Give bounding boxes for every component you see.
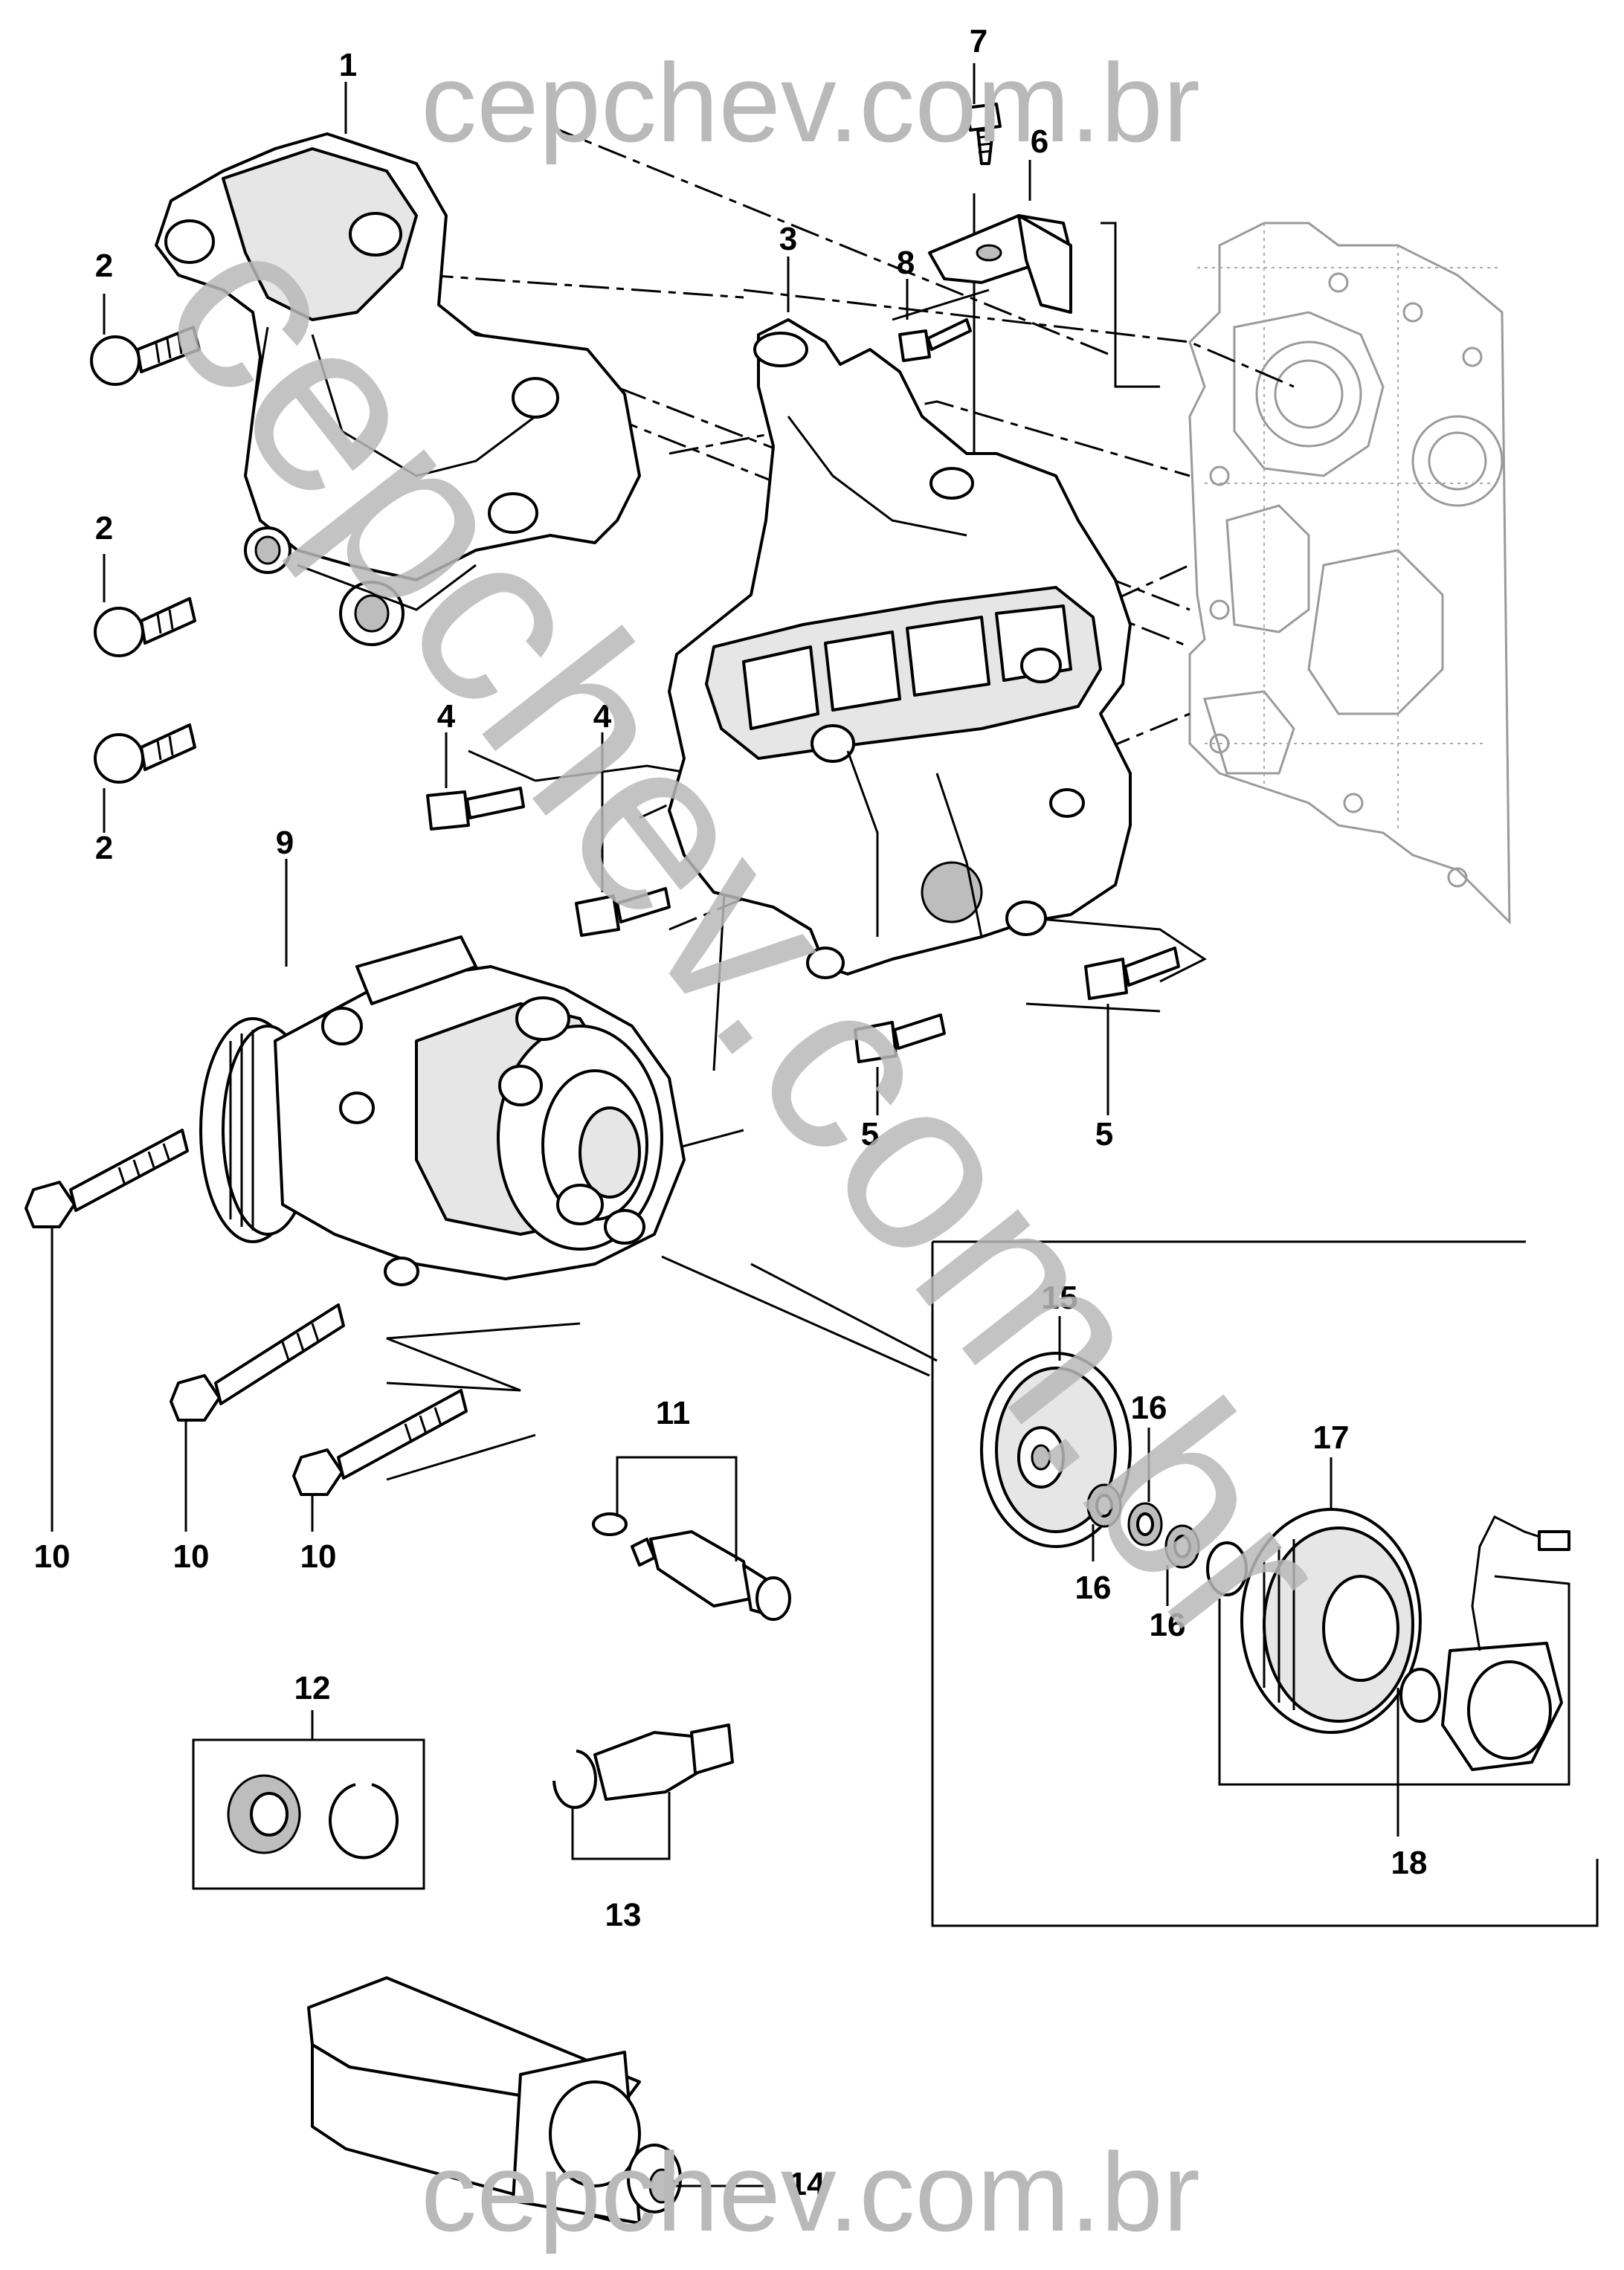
callout-10: 10 bbox=[300, 1538, 337, 1575]
part-8-bolt bbox=[898, 318, 972, 362]
callout-2: 2 bbox=[95, 830, 113, 866]
part-13-relief-valve bbox=[552, 1724, 734, 1860]
part-10-bolts bbox=[25, 1129, 468, 1496]
part-6-clip bbox=[928, 214, 1072, 314]
part-4-bolts bbox=[426, 787, 671, 937]
callout-2: 2 bbox=[95, 510, 113, 546]
bolt-10c bbox=[292, 1389, 468, 1496]
callout-3: 3 bbox=[779, 221, 797, 257]
callout-13: 13 bbox=[605, 1897, 642, 1933]
clutch-detail-frame bbox=[661, 1240, 1599, 1927]
part-3-compressor-bracket bbox=[668, 318, 1132, 979]
part-14-tool bbox=[307, 1976, 682, 2225]
callout-9: 9 bbox=[276, 825, 294, 861]
watermark-bottom: cepchev.com.br bbox=[421, 2129, 1200, 2254]
callout-1: 1 bbox=[339, 47, 357, 83]
callout-16: 16 bbox=[1075, 1570, 1112, 1606]
bolt-2a bbox=[90, 326, 201, 386]
part-1-upper-bracket bbox=[155, 132, 641, 646]
part-18-coil bbox=[1218, 1515, 1570, 1837]
callout-6: 6 bbox=[1031, 123, 1048, 160]
bolt-10b bbox=[170, 1303, 345, 1422]
callout-5: 5 bbox=[861, 1116, 879, 1152]
bolt-2b bbox=[94, 597, 196, 657]
part-11-pressure-switch bbox=[592, 1456, 791, 1621]
callout-2: 2 bbox=[95, 248, 113, 284]
callout-labels: 1 2 2 2 3 4 4 5 5 6 7 8 9 10 10 10 11 12… bbox=[34, 23, 1428, 2202]
part-7-bolt bbox=[965, 103, 1002, 165]
callout-15: 15 bbox=[1042, 1280, 1078, 1316]
callout-leaders bbox=[51, 63, 1333, 2187]
part-12-seal-kit bbox=[192, 1710, 425, 1890]
part-9-compressor bbox=[199, 935, 686, 1286]
callout-11: 11 bbox=[656, 1395, 691, 1431]
callout-5: 5 bbox=[1095, 1116, 1113, 1152]
callout-14: 14 bbox=[789, 2166, 825, 2202]
callout-17: 17 bbox=[1313, 1419, 1350, 1456]
callout-10: 10 bbox=[173, 1538, 210, 1575]
callout-10: 10 bbox=[34, 1538, 71, 1575]
callout-8: 8 bbox=[897, 245, 915, 281]
part-16-shims bbox=[1086, 1483, 1248, 1596]
part-17-pulley bbox=[1240, 1508, 1422, 1734]
watermark-top: cepchev.com.br bbox=[421, 40, 1200, 165]
callout-7: 7 bbox=[970, 23, 987, 59]
callout-4: 4 bbox=[593, 698, 612, 735]
callout-16: 16 bbox=[1131, 1390, 1167, 1426]
bolt-2c bbox=[94, 723, 196, 784]
callout-4: 4 bbox=[437, 698, 456, 735]
part-5-bolts bbox=[854, 947, 1180, 1063]
bolt-10a bbox=[25, 1129, 189, 1228]
callout-18: 18 bbox=[1391, 1845, 1428, 1881]
callout-16: 16 bbox=[1150, 1607, 1186, 1643]
part-2-bolts bbox=[90, 326, 201, 784]
callout-12: 12 bbox=[294, 1670, 331, 1706]
engine-block-outline bbox=[1188, 222, 1511, 925]
